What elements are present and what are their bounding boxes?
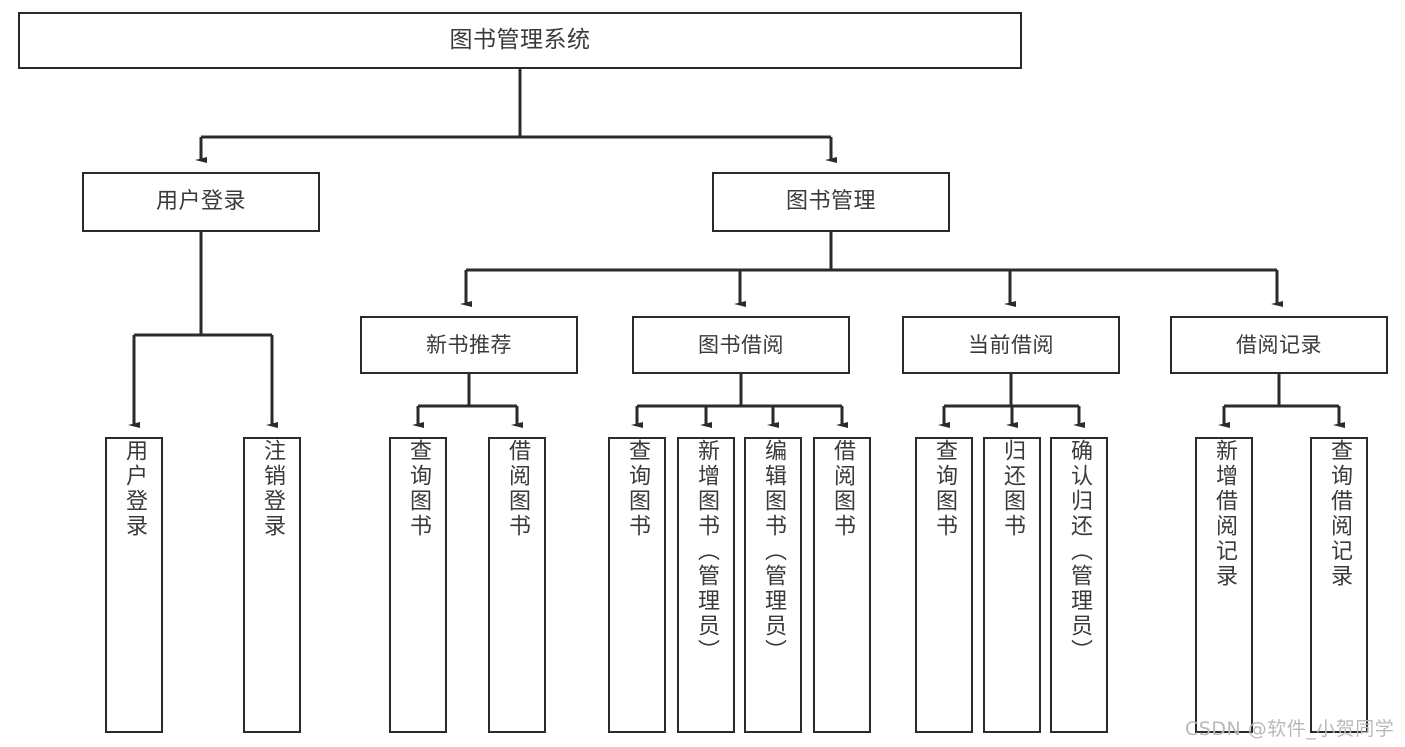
node-user-login-label: 用户登录: [155, 189, 246, 215]
node-leaf-label: 借阅图书: [505, 439, 530, 539]
node-book-management-label: 图书管理: [785, 189, 876, 215]
node-current-borrow-label: 当前借阅: [968, 332, 1054, 357]
node-leaf[interactable]: 查询借阅记录: [1310, 437, 1368, 733]
node-leaf[interactable]: 归还图书: [983, 437, 1041, 733]
node-leaf[interactable]: 新增图书（管理员）: [677, 437, 735, 733]
node-leaf[interactable]: 新增借阅记录: [1195, 437, 1253, 733]
node-leaf-label: 用户登录: [122, 439, 147, 539]
csdn-watermark: CSDN @软件_小贺同学: [1185, 718, 1395, 740]
node-leaf-label: 查询图书: [625, 439, 650, 539]
node-current-borrow[interactable]: 当前借阅: [902, 316, 1120, 374]
node-leaf-label: 新增图书（管理员）: [694, 439, 719, 664]
node-leaf[interactable]: 查询图书: [915, 437, 973, 733]
node-leaf[interactable]: 借阅图书: [813, 437, 871, 733]
node-leaf-label: 借阅图书: [830, 439, 855, 539]
node-borrow-record-label: 借阅记录: [1236, 332, 1322, 357]
node-leaf-label: 查询图书: [406, 439, 431, 539]
node-leaf[interactable]: 查询图书: [389, 437, 447, 733]
node-leaf-label: 注销登录: [260, 439, 285, 539]
node-leaf[interactable]: 编辑图书（管理员）: [744, 437, 802, 733]
node-book-borrow-label: 图书借阅: [698, 332, 784, 357]
node-leaf-label: 归还图书: [1000, 439, 1025, 539]
node-new-book-recommend[interactable]: 新书推荐: [360, 316, 578, 374]
node-leaf-label: 编辑图书（管理员）: [761, 439, 786, 664]
node-leaf[interactable]: 借阅图书: [488, 437, 546, 733]
node-book-management[interactable]: 图书管理: [712, 172, 950, 232]
node-leaf[interactable]: 用户登录: [105, 437, 163, 733]
node-book-borrow[interactable]: 图书借阅: [632, 316, 850, 374]
node-leaf-label: 确认归还（管理员）: [1067, 439, 1092, 664]
node-root-label: 图书管理系统: [449, 26, 591, 53]
node-leaf[interactable]: 确认归还（管理员）: [1050, 437, 1108, 733]
node-leaf[interactable]: 查询图书: [608, 437, 666, 733]
node-new-book-recommend-label: 新书推荐: [426, 332, 512, 357]
node-root[interactable]: 图书管理系统: [18, 12, 1022, 69]
node-leaf-label: 新增借阅记录: [1212, 439, 1237, 589]
node-borrow-record[interactable]: 借阅记录: [1170, 316, 1388, 374]
node-leaf-label: 查询图书: [932, 439, 957, 539]
node-leaf-label: 查询借阅记录: [1327, 439, 1352, 589]
node-user-login[interactable]: 用户登录: [82, 172, 320, 232]
node-leaf[interactable]: 注销登录: [243, 437, 301, 733]
